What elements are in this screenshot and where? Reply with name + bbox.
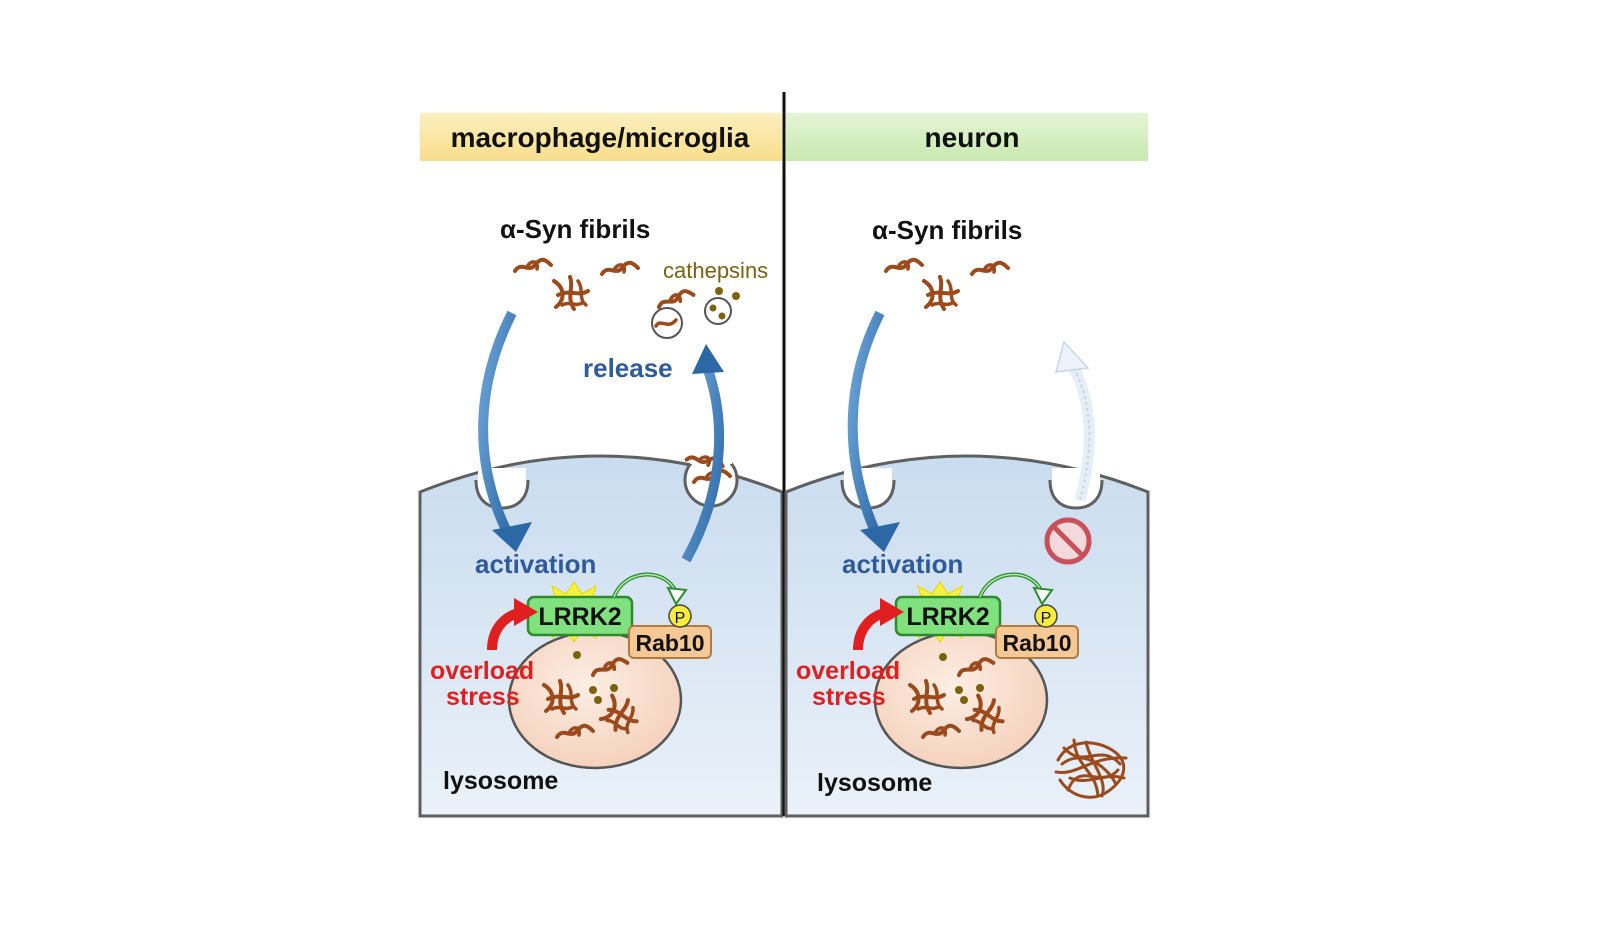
fibril xyxy=(884,257,924,273)
fibril-aggregate xyxy=(1054,738,1128,799)
release-arrow xyxy=(681,368,725,563)
uptake-arrow xyxy=(478,310,517,541)
fibril xyxy=(655,287,697,310)
fibrils-label-neuron: α-Syn fibrils xyxy=(872,215,1022,245)
rab10-box-macrophage xyxy=(628,625,712,659)
stress-label-line2-macrophage: stress xyxy=(446,683,520,711)
lysosome-label-neuron: lysosome xyxy=(817,769,932,797)
cathepsin-dot xyxy=(732,292,740,300)
lrrk2-label-macrophage: LRRK2 xyxy=(538,603,621,631)
release-arrowhead xyxy=(692,344,724,374)
cathepsin-dot xyxy=(715,287,723,295)
fibril xyxy=(600,260,640,276)
uptake-arrowhead xyxy=(492,522,532,552)
fibril-cluster xyxy=(922,275,960,311)
cathepsin-dot xyxy=(939,653,947,661)
panel-title-neuron: neuron xyxy=(925,122,1020,153)
header-band-neuron xyxy=(786,113,1148,161)
panel-macrophage: macrophage/microglia α-S xyxy=(418,113,784,818)
phospho-icon xyxy=(668,604,692,628)
fibril xyxy=(513,257,553,273)
panel-title-macrophage: macrophage/microglia xyxy=(451,122,750,153)
stress-arrowhead xyxy=(514,598,538,626)
panel-neuron: neuron α-Syn fibrils activation xyxy=(784,113,1150,818)
header-band-macrophage xyxy=(420,113,782,161)
released-vesicle xyxy=(651,307,683,339)
phospho-label-macrophage: P xyxy=(675,610,686,627)
cathepsin-dot xyxy=(960,696,968,704)
release-label: release xyxy=(583,353,673,383)
fibril-cluster xyxy=(552,275,590,311)
stress-label-line1-neuron: overload xyxy=(796,657,900,685)
cathepsins-label: cathepsins xyxy=(663,258,768,283)
uptake-arrowhead xyxy=(860,522,900,552)
cathepsin-dot xyxy=(573,651,581,659)
activation-label-neuron: activation xyxy=(842,549,963,579)
stress-label-line2-neuron: stress xyxy=(812,683,886,711)
rab10-label-neuron: Rab10 xyxy=(1002,630,1071,656)
blocked-pit xyxy=(1048,468,1104,510)
rab10-label-macrophage: Rab10 xyxy=(635,630,704,656)
stress-arrowhead xyxy=(880,598,904,626)
blocked-release-arrowhead xyxy=(1054,340,1090,373)
fibrils-label-macrophage: α-Syn fibrils xyxy=(500,214,650,244)
lrrk2-label-neuron: LRRK2 xyxy=(906,603,989,631)
fibril xyxy=(970,260,1010,276)
cathepsin-dot xyxy=(976,684,984,692)
phospho-icon xyxy=(1034,604,1058,628)
stress-label-line1-macrophage: overload xyxy=(430,657,534,685)
prohibit-icon xyxy=(1044,517,1092,565)
lysosome-label-macrophage: lysosome xyxy=(443,767,558,795)
cathepsin-dot xyxy=(594,696,602,704)
cathepsin-dot xyxy=(955,686,963,694)
cathepsin-dot xyxy=(589,686,597,694)
uptake-arrow xyxy=(847,310,885,541)
cathepsin-dot xyxy=(610,684,618,692)
phospho-label-neuron: P xyxy=(1041,610,1052,627)
activation-label-macrophage: activation xyxy=(475,549,596,579)
rab10-box-neuron xyxy=(995,625,1079,659)
cathepsin-vesicle xyxy=(704,297,732,325)
